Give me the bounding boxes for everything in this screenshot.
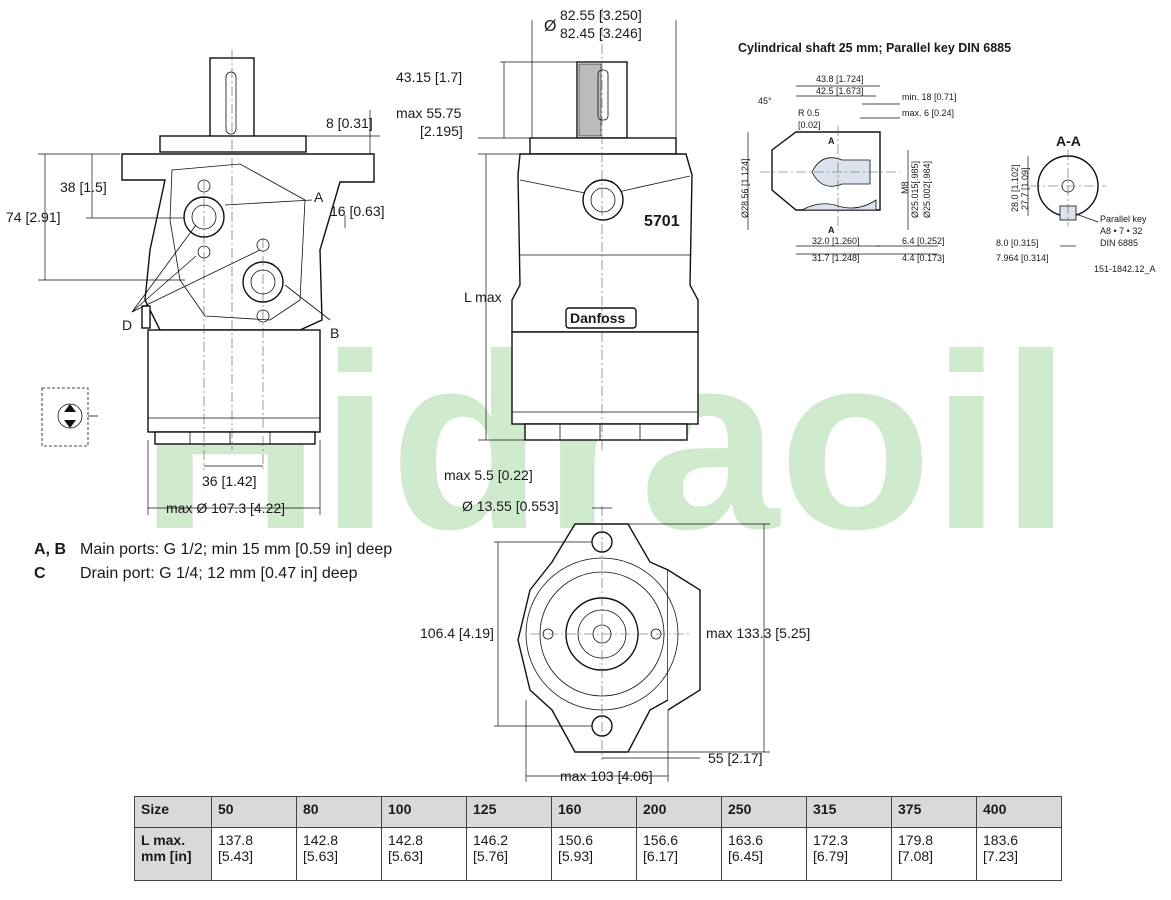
lmax-cell: 183.6[7.23] <box>976 827 1062 881</box>
dimension-label: 151-1842.12_A <box>1094 264 1156 274</box>
dimension-label: A <box>314 189 324 205</box>
dimension-label: 36 [1.42] <box>202 473 257 489</box>
dimension-label: 27.7 [1.09] <box>1020 167 1030 210</box>
section-aa: A-A 28.0 [1.102] 27.7 [1.09] Parallel ke… <box>996 133 1156 274</box>
size-cell: 315 <box>806 796 892 828</box>
lmax-header: L max. mm [in] <box>134 827 212 881</box>
dimension-label: 16 [0.63] <box>330 203 385 219</box>
size-table: Size 50 80 100 125 160 200 250 315 375 4… <box>134 796 1062 881</box>
dimension-label: R 0.5 <box>798 108 820 118</box>
dimension-label: 82.45 [3.246] <box>560 25 642 41</box>
dimension-label: min. 18 [0.71] <box>902 92 957 102</box>
center-view-motor: Ø 82.55 [3.250] 82.45 [3.246] 43.15 [1.7… <box>396 7 699 483</box>
lmax-cell: 137.8[5.43] <box>211 827 297 881</box>
dimension-label: max 103 [4.06] <box>560 768 653 784</box>
shaft-detail: Cylindrical shaft 25 mm; Parallel key DI… <box>738 41 1011 263</box>
dimension-label: 106.4 [4.19] <box>420 625 494 641</box>
dimension-label: 43.8 [1.724] <box>816 74 864 84</box>
dimension-label: Ø <box>544 18 556 35</box>
dimension-label: L max <box>464 289 502 305</box>
dimension-label: [2.195] <box>420 123 463 139</box>
dimension-label: 4.4 [0.173] <box>902 253 945 263</box>
technical-drawing: Hidraoil <box>6 7 1156 784</box>
dimension-label: 5701 <box>644 213 680 230</box>
dimension-label: 31.7 [1.248] <box>812 253 860 263</box>
dimension-label: Ø25.015[.985] <box>910 161 920 218</box>
dimension-label: 38 [1.5] <box>60 179 107 195</box>
side-view-ports: 8 [0.31] 38 [1.5] 74 [2.91] 16 [0.63] A … <box>6 50 385 516</box>
lmax-row: L max. mm [in] 137.8[5.43] 142.8[5.63] 1… <box>134 827 1062 881</box>
dimension-label: D <box>122 317 132 333</box>
dimension-label: 42.5 [1.673] <box>816 86 864 96</box>
bottom-view-flange: Ø 13.55 [0.553] 106.4 [4.19] max 133.3 [… <box>420 498 810 784</box>
lmax-cell: 142.8[5.63] <box>296 827 382 881</box>
size-cell: 100 <box>381 796 467 828</box>
note-main-ports: A, B Main ports: G 1/2; min 15 mm [0.59 … <box>34 541 393 558</box>
dimension-label: max. 6 [0.24] <box>902 108 954 118</box>
dimension-label: 32.0 [1.260] <box>812 236 860 246</box>
dimension-label: Ø25.002[.984] <box>922 161 932 218</box>
lmax-cell: 163.6[6.45] <box>721 827 807 881</box>
dimension-label: Danfoss <box>570 310 625 326</box>
lmax-cell: 150.6[5.93] <box>551 827 637 881</box>
dimension-label: A8 • 7 • 32 <box>1100 226 1142 236</box>
dimension-label: 8 [0.31] <box>326 115 373 131</box>
size-cell: 50 <box>211 796 297 828</box>
dimension-label: 7.964 [0.314] <box>996 253 1049 263</box>
dimension-label: 45° <box>758 96 772 106</box>
dimension-label: 6.4 [0.252] <box>902 236 945 246</box>
lmax-cell: 179.8[7.08] <box>891 827 977 881</box>
port-notes: A, B Main ports: G 1/2; min 15 mm [0.59 … <box>34 538 392 586</box>
dimension-label: Ø28.56 [1.124] <box>740 158 750 218</box>
dimension-label: B <box>330 325 339 341</box>
dimension-label: 74 [2.91] <box>6 209 61 225</box>
dimension-label: Parallel key <box>1100 214 1147 224</box>
dimension-label: A <box>828 225 835 235</box>
dimension-label: 43.15 [1.7] <box>396 69 462 85</box>
dimension-label: Cylindrical shaft 25 mm; Parallel key DI… <box>738 41 1011 55</box>
dimension-label: Ø 13.55 [0.553] <box>462 498 559 514</box>
dimension-label: [0.02] <box>798 120 821 130</box>
dimension-label: max 55.75 <box>396 105 462 121</box>
dimension-label: M8 <box>900 181 910 194</box>
lmax-cell: 146.2[5.76] <box>466 827 552 881</box>
size-header: Size <box>134 796 212 828</box>
lmax-cell: 172.3[6.79] <box>806 827 892 881</box>
dimension-label: max Ø 107.3 [4.22] <box>166 500 285 516</box>
dimension-label: max 133.3 [5.25] <box>706 625 810 641</box>
size-cell: 125 <box>466 796 552 828</box>
size-cell: 400 <box>976 796 1062 828</box>
size-row: Size 50 80 100 125 160 200 250 315 375 4… <box>134 796 1062 828</box>
dimension-label: A-A <box>1056 133 1081 149</box>
size-cell: 80 <box>296 796 382 828</box>
hydraulic-motor-symbol <box>41 387 98 447</box>
size-cell: 375 <box>891 796 977 828</box>
dimension-label: 82.55 [3.250] <box>560 7 642 23</box>
lmax-cell: 156.6[6.17] <box>636 827 722 881</box>
dimension-label: DIN 6885 <box>1100 238 1138 248</box>
dimension-label: A <box>828 136 835 146</box>
size-cell: 200 <box>636 796 722 828</box>
dimension-label: 28.0 [1.102] <box>1010 164 1020 212</box>
dimension-label: 55 [2.17] <box>708 750 763 766</box>
dimension-label: max 5.5 [0.22] <box>444 467 533 483</box>
dimension-label: 8.0 [0.315] <box>996 238 1039 248</box>
size-cell: 250 <box>721 796 807 828</box>
note-drain-port: C Drain port: G 1/4; 12 mm [0.47 in] dee… <box>34 565 358 582</box>
lmax-cell: 142.8[5.63] <box>381 827 467 881</box>
size-cell: 160 <box>551 796 637 828</box>
